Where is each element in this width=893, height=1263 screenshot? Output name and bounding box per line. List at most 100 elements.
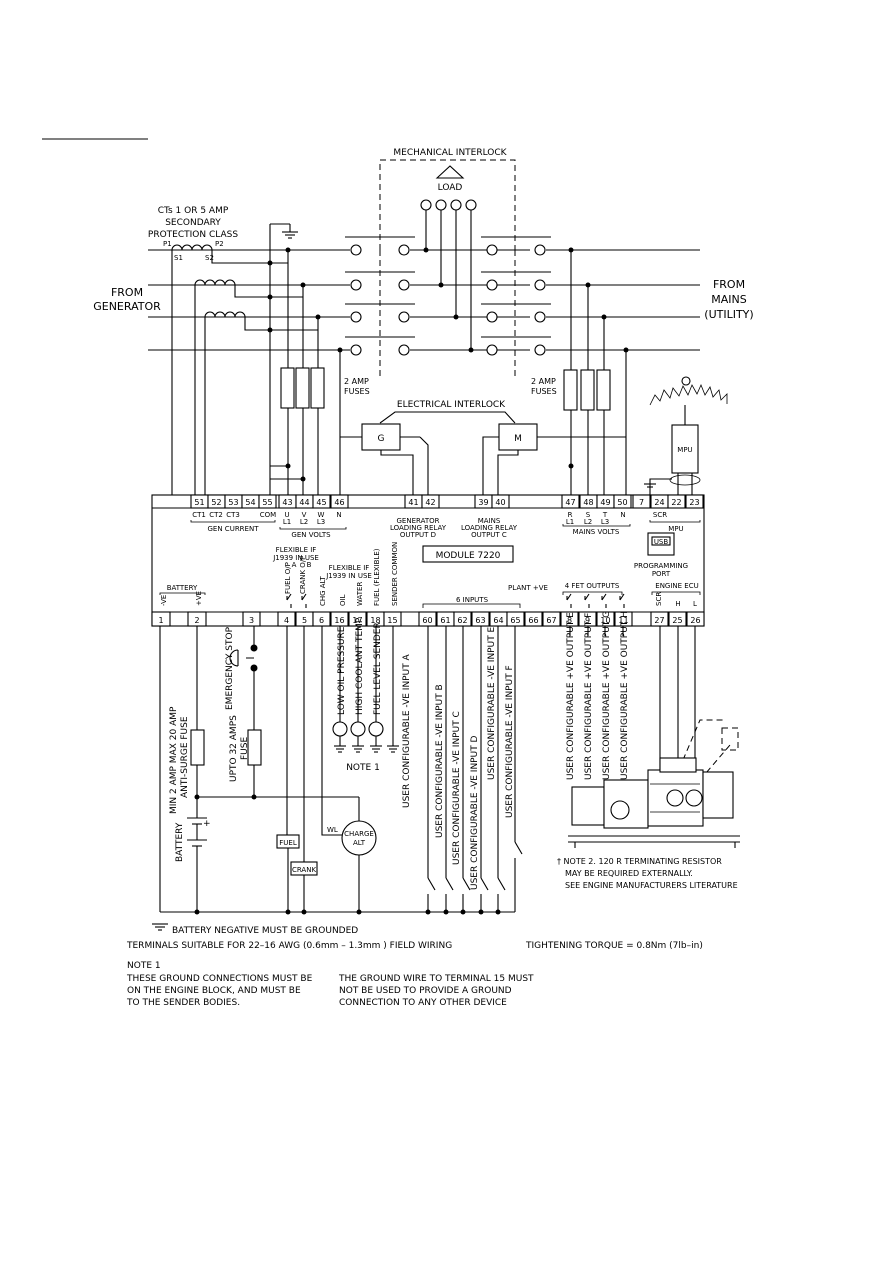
top-terminal-cell — [561, 494, 580, 509]
bottom-terminal-number: 8 — [567, 616, 572, 625]
bottom-terminal-number: 16 — [334, 616, 344, 625]
svg-text:MAINS: MAINS — [478, 517, 501, 525]
svg-text:L3: L3 — [601, 518, 609, 526]
svg-text:PROGRAMMING: PROGRAMMING — [634, 562, 688, 570]
mechanical-interlock: MECHANICAL INTERLOCK — [379, 148, 516, 380]
svg-text:BATTERY: BATTERY — [175, 822, 185, 862]
top-terminal-number: 51 — [194, 498, 204, 507]
bottom-terminal-cell — [524, 611, 543, 627]
bottom-terminal-number: 10 — [600, 616, 610, 625]
svg-text:MIN 2 AMP MAX 20 AMP: MIN 2 AMP MAX 20 AMP — [169, 706, 179, 814]
svg-text:S2: S2 — [205, 254, 214, 262]
svg-text:BATTERY NEGATIVE MUST BE GROUN: BATTERY NEGATIVE MUST BE GROUNDED — [172, 926, 358, 936]
fuses-left-2: FUSES — [344, 387, 370, 396]
svg-text:THESE GROUND CONNECTIONS MUST: THESE GROUND CONNECTIONS MUST BE — [126, 974, 313, 984]
sub-com: COM — [260, 511, 276, 519]
svg-text:CRANK O/P: CRANK O/P — [299, 556, 307, 594]
top-terminal-number: 49 — [600, 498, 610, 507]
bottom-terminal-number: 64 — [493, 616, 503, 625]
svg-text:SCR: SCR — [655, 592, 663, 606]
svg-text:SENDER COMMON: SENDER COMMON — [391, 542, 399, 606]
svg-text:MPU: MPU — [668, 525, 683, 533]
svg-text:LOADING RELAY: LOADING RELAY — [390, 524, 447, 532]
top-terminal-number: 22 — [671, 498, 681, 507]
svg-text:T: T — [602, 511, 608, 519]
bottom-terminal-number: 6 — [319, 616, 324, 625]
svg-text:L3: L3 — [317, 518, 325, 526]
load-label: LOAD — [438, 183, 463, 193]
module-title: MODULE 7220 — [436, 551, 501, 561]
svg-text:SEE ENGINE MANUFACTURERS LITER: SEE ENGINE MANUFACTURERS LITERATURE — [565, 881, 738, 890]
top-terminal-number: 46 — [334, 498, 344, 507]
svg-text:G: G — [378, 434, 385, 444]
svg-text:CTs 1 OR 5 AMP: CTs 1 OR 5 AMP — [158, 206, 229, 216]
bottom-terminal-cell — [151, 611, 171, 627]
top-terminal-number: 7 — [639, 498, 644, 507]
svg-text:USER CONFIGURABLE +VE OUTPUT G: USER CONFIGURABLE +VE OUTPUT G — [602, 611, 612, 780]
svg-text:OUTPUT D: OUTPUT D — [400, 531, 436, 539]
svg-text:N: N — [620, 511, 625, 519]
svg-text:S: S — [586, 511, 591, 519]
bottom-terminal-number: 2 — [194, 616, 199, 625]
top-terminal-cell — [491, 494, 510, 509]
svg-text:ENGINE ECU: ENGINE ECU — [655, 582, 698, 590]
svg-text:L: L — [693, 600, 697, 608]
bottom-terminal-number: 60 — [422, 616, 432, 625]
bottom-terminal-number: 63 — [475, 616, 485, 625]
bottom-terminal-number: 3 — [249, 616, 254, 625]
bottom-terminal-number: 62 — [457, 616, 467, 625]
load-junctions — [423, 247, 474, 353]
bottom-terminal-number: 61 — [440, 616, 450, 625]
gen-volts-label: GEN VOLTS — [291, 531, 331, 539]
svg-text:HIGH COOLANT TEMP: HIGH COOLANT TEMP — [355, 617, 365, 715]
top-terminal-number: 41 — [408, 498, 418, 507]
svg-text:L1: L1 — [283, 518, 291, 526]
top-terminal-cell — [613, 494, 632, 509]
bottom-terminal-number: 5 — [302, 616, 307, 625]
top-terminal-number: 39 — [478, 498, 488, 507]
svg-text:L2: L2 — [300, 518, 308, 526]
electrical-interlock-label: ELECTRICAL INTERLOCK — [397, 400, 506, 410]
bottom-terminal-number: 11 — [618, 616, 628, 625]
top-terminal-number: 52 — [211, 498, 221, 507]
top-terminal-number: 23 — [689, 498, 699, 507]
fuses-right-1: 2 AMP — [531, 377, 556, 386]
svg-text:OUTPUT C: OUTPUT C — [471, 531, 507, 539]
top-terminal-number: 44 — [299, 498, 309, 507]
bottom-terminal-number: 17 — [352, 616, 362, 625]
coil-g — [361, 423, 401, 451]
svg-text:U: U — [284, 511, 289, 519]
svg-text:THE GROUND WIRE TO TERMINAL 15: THE GROUND WIRE TO TERMINAL 15 MUST — [338, 974, 534, 984]
svg-text:+VE: +VE — [195, 591, 203, 606]
bottom-terminal-number: 1 — [158, 616, 163, 625]
top-terminal-number: 40 — [495, 498, 505, 507]
svg-text:USER CONFIGURABLE -VE INPUT D: USER CONFIGURABLE -VE INPUT D — [470, 735, 480, 890]
top-terminal-number: 43 — [282, 498, 292, 507]
svg-text:FLEXIBLE IF: FLEXIBLE IF — [329, 564, 370, 572]
note1-label: NOTE 1 — [346, 763, 380, 773]
usb-port[interactable]: USB PROGRAMMING PORT — [634, 532, 688, 578]
svg-text:USER CONFIGURABLE -VE INPUT C: USER CONFIGURABLE -VE INPUT C — [452, 711, 462, 865]
bottom-terminal-number: 18 — [370, 616, 380, 625]
bottom-terminal-number: 27 — [654, 616, 664, 625]
svg-text:FLEXIBLE IF: FLEXIBLE IF — [276, 546, 317, 554]
top-terminal-cell — [421, 494, 440, 509]
svg-text:V: V — [302, 511, 307, 519]
ct-coils — [171, 244, 318, 495]
ct-label: CTs 1 OR 5 AMP SECONDARY PROTECTION CLAS… — [148, 206, 238, 262]
svg-text:† NOTE 2. 120 R TERMINATING RE: † NOTE 2. 120 R TERMINATING RESISTOR — [557, 857, 722, 866]
svg-text:L2: L2 — [584, 518, 592, 526]
mains-volt-taps — [560, 247, 629, 495]
svg-text:LOADING RELAY: LOADING RELAY — [461, 524, 518, 532]
ground-icon-top — [269, 223, 298, 495]
top-terminal-number: 24 — [654, 498, 664, 507]
svg-text:GENERATOR: GENERATOR — [397, 517, 440, 525]
mechanical-interlock-label: MECHANICAL INTERLOCK — [393, 148, 507, 158]
svg-text:TIGHTENING TORQUE = 0.8Nm (7lb: TIGHTENING TORQUE = 0.8Nm (7lb–in) — [525, 941, 703, 951]
svg-text:USER CONFIGURABLE -VE INPUT E: USER CONFIGURABLE -VE INPUT E — [487, 626, 497, 780]
svg-text:6 INPUTS: 6 INPUTS — [456, 596, 489, 604]
svg-text:CHARGE: CHARGE — [344, 830, 374, 838]
svg-text:UPTO 32 AMPS: UPTO 32 AMPS — [229, 715, 239, 782]
svg-text:SCR: SCR — [653, 511, 667, 519]
